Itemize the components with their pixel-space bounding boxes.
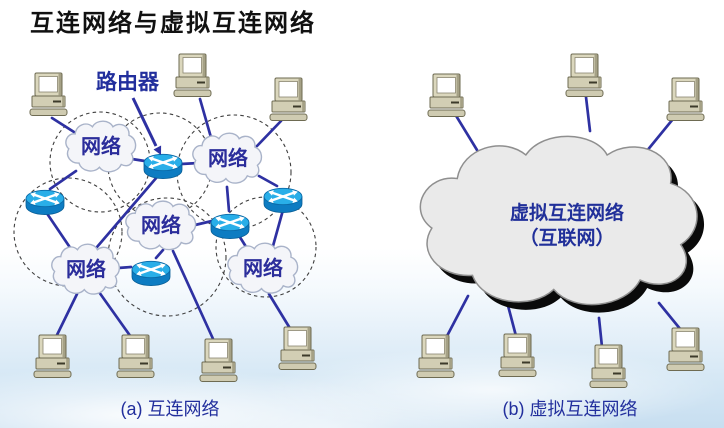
computer-icon [565,53,604,97]
router-icon [24,189,66,216]
network-link [95,175,159,249]
router-icon [130,260,172,287]
network-link [584,95,592,133]
computer-icon [427,73,466,117]
network-link [225,185,231,213]
page-title: 互连网络与虚拟互连网络 [30,9,316,37]
network-link [267,292,293,332]
computer-icon [33,334,72,378]
network-link [171,249,216,343]
network-cloud-label: 网络 [66,257,106,281]
links-a [44,97,293,343]
network-link [198,97,214,143]
network-link [445,294,470,338]
computer-icon [173,53,212,97]
network-link [257,174,279,188]
diagram-a: 网络 网络 网络 网络 网络 路由器 (a) 互连网络 [13,53,317,419]
computer-icon [666,77,705,121]
router-icon [142,153,184,180]
dashed-circle [13,177,123,287]
cloud-labels-a: 网络 网络 网络 网络 网络 [66,134,283,281]
computer-icon [498,333,537,377]
network-link [597,316,604,349]
network-link [50,116,76,134]
router-icon [262,187,304,214]
internet-cloud-title: 虚拟互连网络 [510,201,624,224]
computer-icon [116,334,155,378]
network-link [657,301,683,332]
network-link [48,169,78,191]
network-link [271,208,285,248]
network-link [116,265,133,270]
router-icon [209,213,251,240]
computer-icon [269,77,308,121]
dashed-circle [107,197,227,317]
router-pointer-arrow [131,97,162,155]
network-link [255,119,283,148]
network-link [44,210,73,251]
computer-icon [29,72,68,116]
internet-cloud-subtitle: （互联网） [519,226,614,249]
network-cloud-label: 网络 [141,213,181,237]
network-link [54,292,79,339]
network-cloud-label: 网络 [81,134,121,158]
network-link [644,117,675,154]
computer-icon [589,344,628,388]
computer-icon [416,334,455,378]
network-link [154,248,165,260]
caption-b: (b) 虚拟互连网络 [503,399,638,419]
caption-a: (a) 互连网络 [121,399,220,419]
router-pointer-label: 路由器 [96,70,160,94]
computer-icon [278,326,317,370]
network-link [193,219,214,227]
network-cloud-label: 网络 [208,146,248,170]
network-cloud-label: 网络 [243,256,283,280]
computer-icon [666,327,705,371]
network-link [97,290,133,339]
diagram-b: 虚拟互连网络 （互联网） (b) 虚拟互连网络 [416,53,705,419]
network-link [453,112,479,152]
computer-icon [199,338,238,382]
